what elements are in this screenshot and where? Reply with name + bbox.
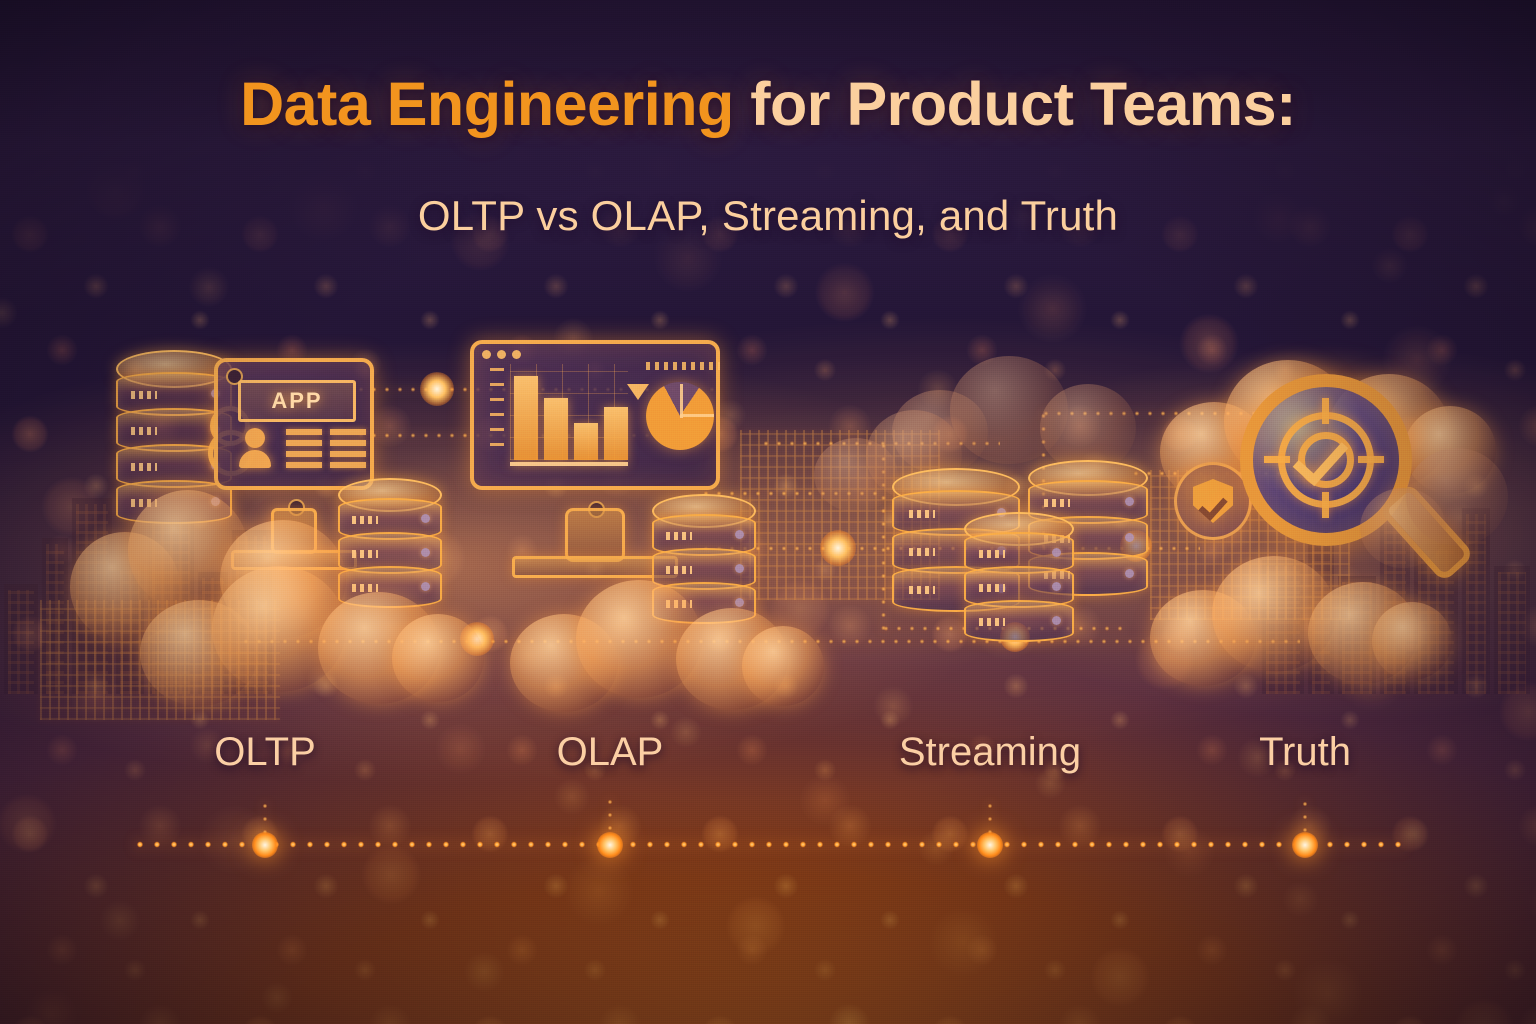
timeline-riser-truth bbox=[1301, 798, 1309, 844]
timeline-riser-streaming bbox=[986, 800, 994, 844]
timeline-label-oltp: OLTP bbox=[214, 730, 316, 774]
timeline-label-truth: Truth bbox=[1259, 730, 1351, 774]
timeline-labels: OLTP OLAP Streaming Truth bbox=[0, 730, 1536, 784]
timeline-node-truth[interactable] bbox=[1292, 832, 1318, 858]
timeline-riser-oltp bbox=[261, 800, 269, 844]
timeline-riser-olap bbox=[606, 796, 614, 844]
title-accent-text: Data Engineering bbox=[240, 70, 734, 138]
timeline-label-streaming: Streaming bbox=[898, 730, 1082, 774]
title-main-text: for Product Teams: bbox=[750, 70, 1296, 138]
timeline-node-olap[interactable] bbox=[597, 832, 623, 858]
timeline-axis bbox=[132, 840, 1412, 849]
timeline-node-streaming[interactable] bbox=[977, 832, 1003, 858]
page-title: Data Engineering for Product Teams: bbox=[0, 72, 1536, 136]
timeline-label-olap: OLAP bbox=[556, 730, 664, 774]
page-subtitle: OLTP vs OLAP, Streaming, and Truth bbox=[417, 192, 1119, 239]
timeline-node-oltp[interactable] bbox=[252, 832, 278, 858]
